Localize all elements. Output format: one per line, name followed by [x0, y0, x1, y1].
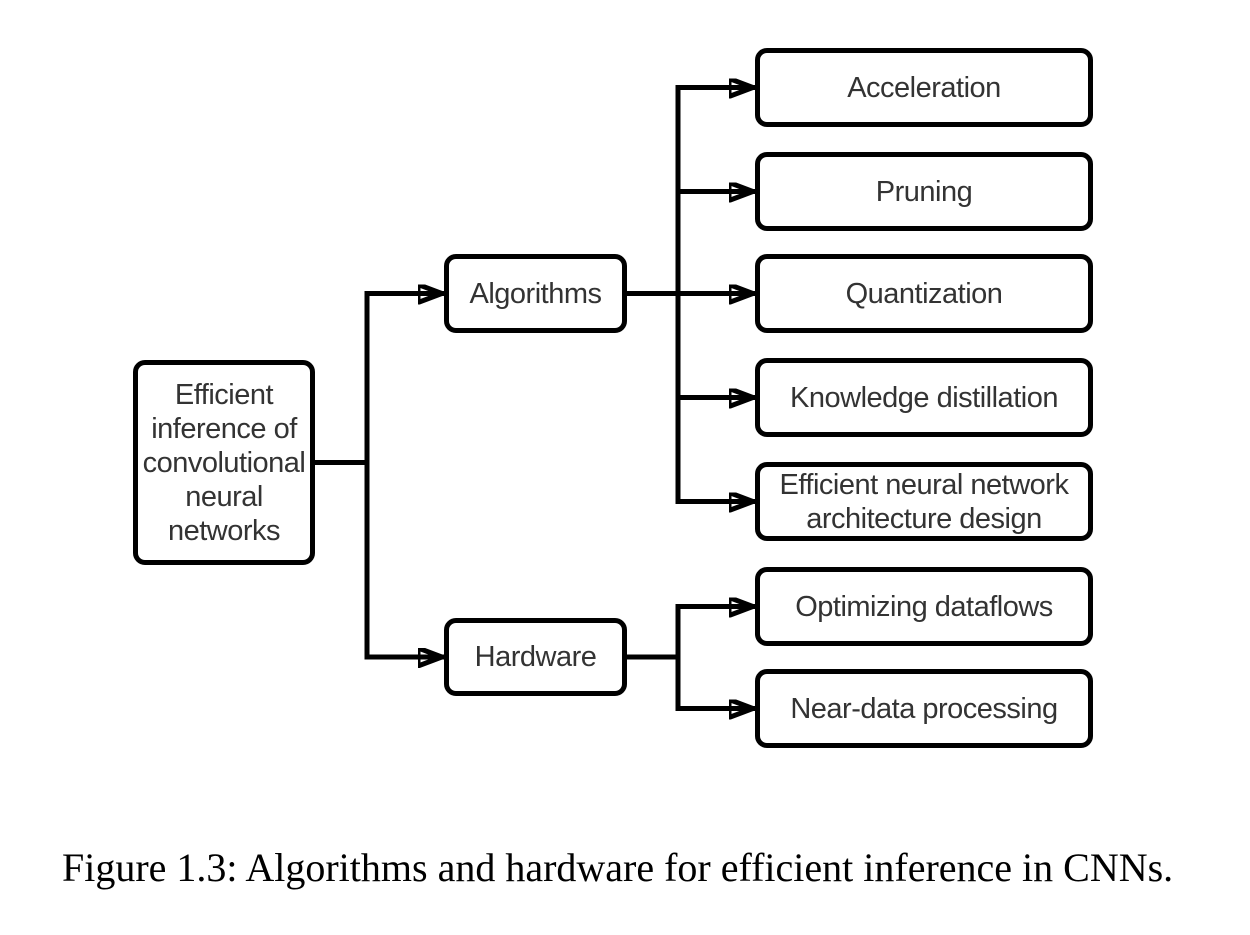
node-quantization: Quantization [755, 254, 1093, 333]
node-near-data-processing: Near-data processing [755, 669, 1093, 748]
node-root: Efficient inference of convolutional neu… [133, 360, 315, 565]
figure-caption: Figure 1.3: Algorithms and hardware for … [62, 845, 1174, 890]
node-hardware: Hardware [444, 618, 627, 696]
node-knowledge-distillation: Knowledge distillation [755, 358, 1093, 437]
node-efficient-nn-architecture: Efficient neural network architecture de… [755, 462, 1093, 541]
node-pruning: Pruning [755, 152, 1093, 231]
node-optimizing-dataflows: Optimizing dataflows [755, 567, 1093, 646]
node-algorithms: Algorithms [444, 254, 627, 333]
node-acceleration: Acceleration [755, 48, 1093, 127]
